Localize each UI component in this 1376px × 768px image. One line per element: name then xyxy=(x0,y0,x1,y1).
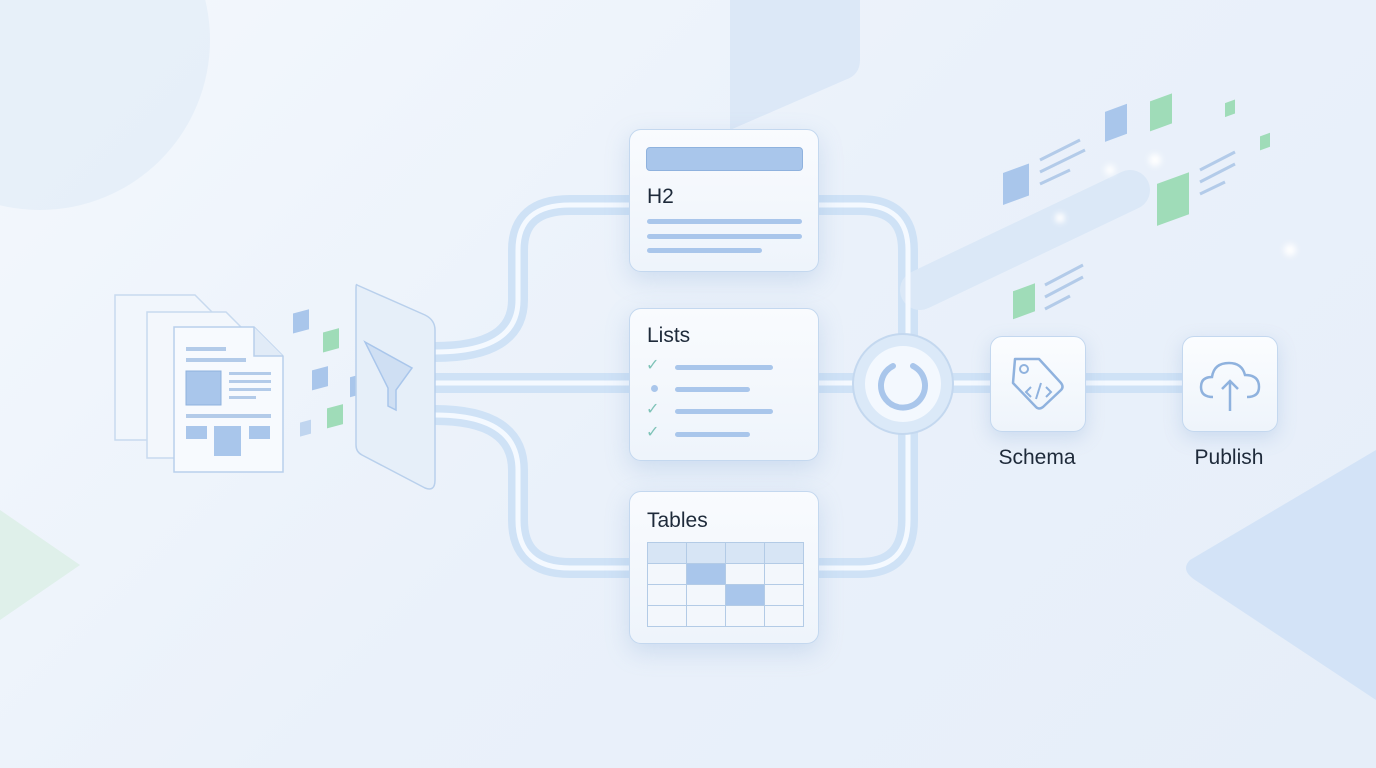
hub-inner xyxy=(865,346,941,422)
document-stack-icon xyxy=(114,294,284,473)
pipes xyxy=(425,170,1193,578)
ring-icon xyxy=(878,363,928,411)
decor-shape xyxy=(1186,450,1376,700)
schema-step xyxy=(990,336,1086,432)
table-grid xyxy=(647,542,804,627)
publish-label: Publish xyxy=(1194,446,1264,469)
decor-shape xyxy=(730,0,860,130)
heading-bar xyxy=(646,147,803,171)
code-tag-icon xyxy=(1011,357,1064,410)
tables-title: Tables xyxy=(647,509,708,532)
list-line xyxy=(675,387,750,392)
decor-shape xyxy=(0,510,80,620)
list-line xyxy=(675,409,773,414)
cloud-upload-icon xyxy=(1199,361,1261,411)
bullet-icon xyxy=(651,385,658,392)
heading-card: H2 xyxy=(629,129,819,272)
list-line xyxy=(675,365,773,370)
tables-card: Tables xyxy=(629,491,819,644)
list-line xyxy=(675,432,750,437)
lists-title: Lists xyxy=(647,324,691,347)
check-icon: ✓ xyxy=(646,357,660,374)
data-fragments xyxy=(293,93,1270,437)
check-icon: ✓ xyxy=(646,401,660,418)
sparkles xyxy=(1055,154,1296,256)
lists-card: Lists ✓ ✓ ✓ xyxy=(629,308,819,461)
funnel-icon xyxy=(363,340,414,412)
schema-label: Schema xyxy=(998,446,1076,469)
check-icon: ✓ xyxy=(646,424,660,441)
text-line xyxy=(647,219,802,224)
filter-panel xyxy=(355,283,436,490)
text-line xyxy=(647,234,802,239)
text-line xyxy=(647,248,762,253)
decor-circle xyxy=(0,0,210,210)
publish-step xyxy=(1182,336,1278,432)
heading-title: H2 xyxy=(647,185,674,208)
